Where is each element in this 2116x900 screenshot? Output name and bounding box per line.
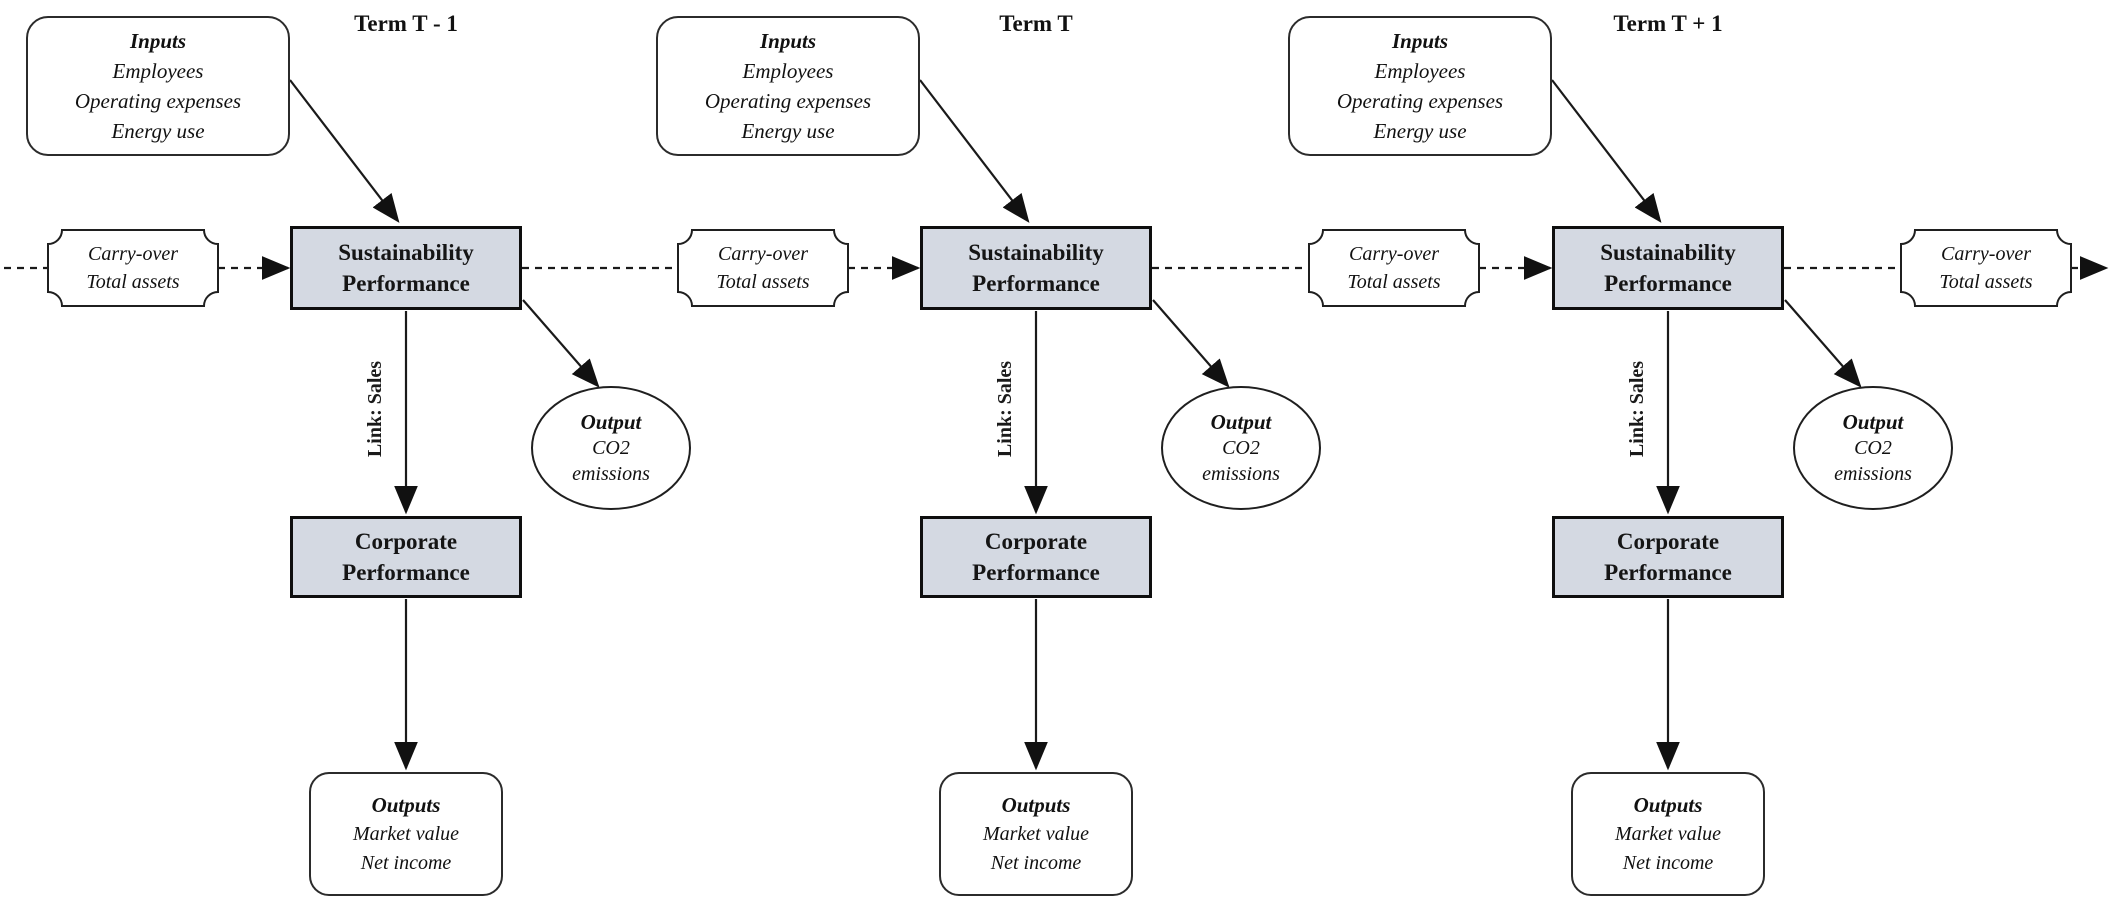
outputs-box-3: Outputs Market value Net income <box>1571 772 1765 896</box>
inputs-item: Operating expenses <box>1336 89 1504 113</box>
link-sales-label-2: Link: Sales <box>994 360 1016 458</box>
carry-over-shape-3 <box>1308 229 1480 307</box>
inputs-item: Operating expenses <box>704 89 872 113</box>
carry-over-box-1: Carry-over Total assets <box>48 230 218 306</box>
carry-over-box-4: Carry-over Total assets <box>1901 230 2071 306</box>
term-label-t-minus-1: Term T - 1 <box>354 11 458 36</box>
outputs-title: Outputs <box>371 792 441 817</box>
carry-over-line: Carry-over <box>1941 243 2031 265</box>
inputs-box-2: Inputs Employees Operating expenses Ener… <box>656 16 920 156</box>
sustainability-line: Performance <box>972 271 1100 296</box>
output-ellipse-2: Output CO2 emissions <box>1161 386 1321 510</box>
outputs-item: Net income <box>360 851 452 874</box>
inputs-item: Energy use <box>111 119 205 143</box>
inputs-item: Energy use <box>1373 119 1467 143</box>
carry-over-shape-1 <box>47 229 219 307</box>
sustainability-line: Performance <box>1604 271 1732 296</box>
carry-over-line: Carry-over <box>88 243 178 265</box>
output-ellipse-1: Output CO2 emissions <box>531 386 691 510</box>
outputs-item: Net income <box>990 851 1082 874</box>
carry-over-line: Total assets <box>1347 271 1441 293</box>
sustainability-performance-box-2: Sustainability Performance <box>920 226 1152 310</box>
link-sales-label-1: Link: Sales <box>364 360 386 458</box>
carry-over-line: Total assets <box>716 271 810 293</box>
output-ellipse-3: Output CO2 emissions <box>1793 386 1953 510</box>
output-title: Output <box>1842 410 1904 434</box>
output-line: CO2 <box>1222 437 1260 459</box>
corporate-line: Performance <box>1604 560 1732 585</box>
sustainability-line: Sustainability <box>968 240 1104 265</box>
outputs-title: Outputs <box>1001 792 1071 817</box>
carry-over-line: Total assets <box>86 271 180 293</box>
arrow-sustainability-to-output-1 <box>522 299 600 388</box>
outputs-item: Net income <box>1622 851 1714 874</box>
corporate-performance-box-3: Corporate Performance <box>1552 516 1784 598</box>
output-title: Output <box>580 410 642 434</box>
corporate-line: Performance <box>342 560 470 585</box>
arrow-inputs-to-sustainability-3 <box>1551 79 1662 223</box>
inputs-item: Employees <box>112 59 204 83</box>
term-label-t-plus-1: Term T + 1 <box>1613 11 1723 36</box>
inputs-title: Inputs <box>1391 29 1449 53</box>
solid-arrows <box>289 79 1862 771</box>
carry-over-box-2: Carry-over Total assets <box>678 230 848 306</box>
term-label-t: Term T <box>999 11 1073 36</box>
output-title: Output <box>1210 410 1272 434</box>
output-line: CO2 <box>592 437 630 459</box>
output-line: CO2 <box>1854 437 1892 459</box>
link-sales-label-3: Link: Sales <box>1626 360 1648 458</box>
inputs-title: Inputs <box>759 29 817 53</box>
inputs-title: Inputs <box>129 29 187 53</box>
output-line: emissions <box>572 463 650 485</box>
sustainability-line: Performance <box>342 271 470 296</box>
inputs-item: Energy use <box>741 119 835 143</box>
arrow-sustainability-to-output-2 <box>1152 299 1230 388</box>
inputs-item: Operating expenses <box>74 89 242 113</box>
arrow-inputs-to-sustainability-1 <box>289 79 400 223</box>
carry-over-shape-2 <box>677 229 849 307</box>
inputs-item: Employees <box>742 59 834 83</box>
outputs-item: Market value <box>982 822 1090 845</box>
sustainability-line: Sustainability <box>338 240 474 265</box>
inputs-item: Employees <box>1374 59 1466 83</box>
outputs-item: Market value <box>352 822 460 845</box>
corporate-line: Corporate <box>984 529 1088 554</box>
output-line: emissions <box>1834 463 1912 485</box>
corporate-line: Corporate <box>1616 529 1720 554</box>
carry-over-line: Carry-over <box>718 243 808 265</box>
carry-over-line: Total assets <box>1939 271 2033 293</box>
carry-over-shape-4 <box>1900 229 2072 307</box>
outputs-title: Outputs <box>1633 792 1703 817</box>
sustainability-line: Sustainability <box>1600 240 1736 265</box>
arrow-sustainability-to-output-3 <box>1784 299 1862 388</box>
carry-over-shapes <box>47 229 2072 307</box>
carry-over-box-3: Carry-over Total assets <box>1309 230 1479 306</box>
sustainability-performance-box-3: Sustainability Performance <box>1552 226 1784 310</box>
corporate-line: Corporate <box>354 529 458 554</box>
inputs-box-1: Inputs Employees Operating expenses Ener… <box>26 16 290 156</box>
outputs-item: Market value <box>1614 822 1722 845</box>
corporate-line: Performance <box>972 560 1100 585</box>
output-line: emissions <box>1202 463 1280 485</box>
corporate-performance-box-2: Corporate Performance <box>920 516 1152 598</box>
carry-over-line: Carry-over <box>1349 243 1439 265</box>
sustainability-performance-box-1: Sustainability Performance <box>290 226 522 310</box>
inputs-box-3: Inputs Employees Operating expenses Ener… <box>1288 16 1552 156</box>
outputs-box-2: Outputs Market value Net income <box>939 772 1133 896</box>
outputs-box-1: Outputs Market value Net income <box>309 772 503 896</box>
corporate-performance-box-1: Corporate Performance <box>290 516 522 598</box>
arrow-inputs-to-sustainability-2 <box>919 79 1030 223</box>
